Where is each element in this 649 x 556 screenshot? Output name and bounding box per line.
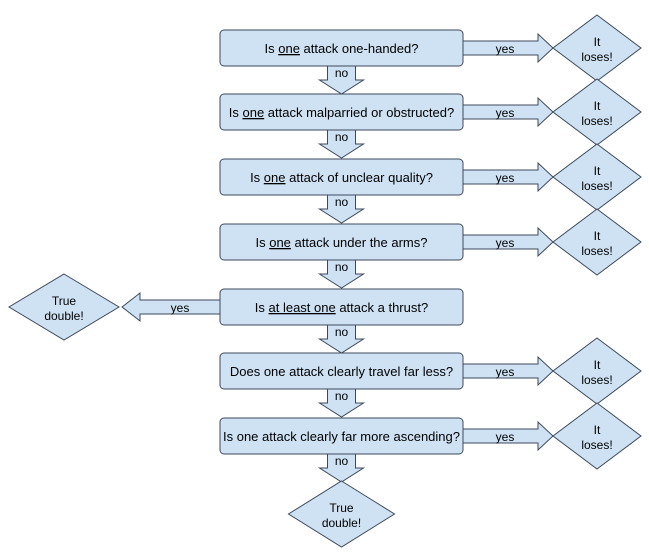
question-prefix: Does one attack clearly travel far less? — [230, 364, 453, 379]
no-label: no — [335, 454, 349, 468]
no-label: no — [335, 260, 349, 274]
question-emphasis: one — [242, 105, 264, 120]
no-arrow — [317, 194, 366, 224]
no-label: no — [335, 130, 349, 144]
question-emphasis: at least one — [269, 300, 336, 315]
yes-arrow — [121, 291, 221, 323]
question-text: Does one attack clearly travel far less? — [230, 364, 453, 379]
question-suffix: attack a thrust? — [336, 300, 429, 315]
yes-label: yes — [496, 365, 515, 379]
yes-arrow — [462, 32, 554, 64]
result-diamond — [8, 273, 120, 341]
final-line-1: True — [329, 501, 354, 515]
result-diamond — [552, 402, 642, 470]
question-emphasis: one — [278, 41, 300, 56]
question-suffix: attack under the arms? — [291, 235, 428, 250]
yes-arrow — [462, 226, 554, 258]
result-line-1: It — [594, 358, 601, 372]
step-7: Is one attack clearly far more ascending… — [219, 402, 642, 483]
no-arrow — [317, 388, 366, 418]
result-line-1: It — [594, 35, 601, 49]
question-text: Is at least one attack a thrust? — [255, 300, 428, 315]
result-line-1: True — [52, 294, 77, 308]
question-prefix: Is — [250, 170, 264, 185]
yes-label: yes — [171, 301, 190, 315]
result-line-2: loses! — [581, 438, 612, 452]
step-3: Is one attack of unclear quality? yes Itlo… — [219, 143, 642, 224]
question-prefix: Is — [255, 300, 269, 315]
result-line-2: loses! — [581, 373, 612, 387]
step-5: Is at least one attack a thrust? yes Trued… — [8, 273, 464, 354]
result-line-1: It — [594, 99, 601, 113]
step-6: Does one attack clearly travel far less?… — [219, 337, 642, 418]
result-line-2: loses! — [581, 179, 612, 193]
question-prefix: Is — [265, 41, 279, 56]
yes-arrow — [462, 420, 554, 452]
question-suffix: attack of unclear quality? — [286, 170, 433, 185]
result-line-2: loses! — [581, 50, 612, 64]
step-4: Is one attack under the arms? yes Itloses!… — [219, 208, 642, 289]
question-suffix: attack malparried or obstructed? — [264, 105, 454, 120]
question-text: Is one attack under the arms? — [255, 235, 427, 250]
yes-label: yes — [496, 236, 515, 250]
step-2: Is one attack malparried or obstructed? y… — [219, 78, 642, 159]
result-line-2: loses! — [581, 244, 612, 258]
question-text: Is one attack malparried or obstructed? — [229, 105, 454, 120]
no-arrow — [317, 129, 366, 159]
final-line-2: double! — [322, 516, 361, 530]
question-emphasis: one — [269, 235, 291, 250]
result-line-2: loses! — [581, 114, 612, 128]
question-text: Is one attack clearly far more ascending… — [223, 429, 460, 444]
question-text: Is one attack one-handed? — [265, 41, 419, 56]
result-line-1: It — [594, 423, 601, 437]
result-line-1: It — [594, 229, 601, 243]
result-line-1: It — [594, 164, 601, 178]
question-prefix: Is one attack clearly far more ascending… — [223, 429, 460, 444]
result-line-2: double! — [44, 309, 83, 323]
no-label: no — [335, 389, 349, 403]
no-arrow — [317, 65, 366, 95]
yes-label: yes — [496, 171, 515, 185]
question-prefix: Is — [255, 235, 269, 250]
no-arrow — [317, 259, 366, 289]
question-text: Is one attack of unclear quality? — [250, 170, 433, 185]
yes-arrow — [462, 96, 554, 128]
no-arrow — [317, 453, 366, 483]
no-label: no — [335, 66, 349, 80]
question-emphasis: one — [264, 170, 286, 185]
yes-label: yes — [496, 106, 515, 120]
question-suffix: attack one-handed? — [300, 41, 419, 56]
no-label: no — [335, 195, 349, 209]
yes-arrow — [462, 161, 554, 193]
yes-label: yes — [496, 42, 515, 56]
question-prefix: Is — [229, 105, 243, 120]
result-diamond — [552, 208, 642, 276]
no-arrow — [317, 324, 366, 354]
no-label: no — [335, 325, 349, 339]
yes-arrow — [462, 355, 554, 387]
final-diamond — [287, 480, 396, 548]
yes-label: yes — [496, 430, 515, 444]
